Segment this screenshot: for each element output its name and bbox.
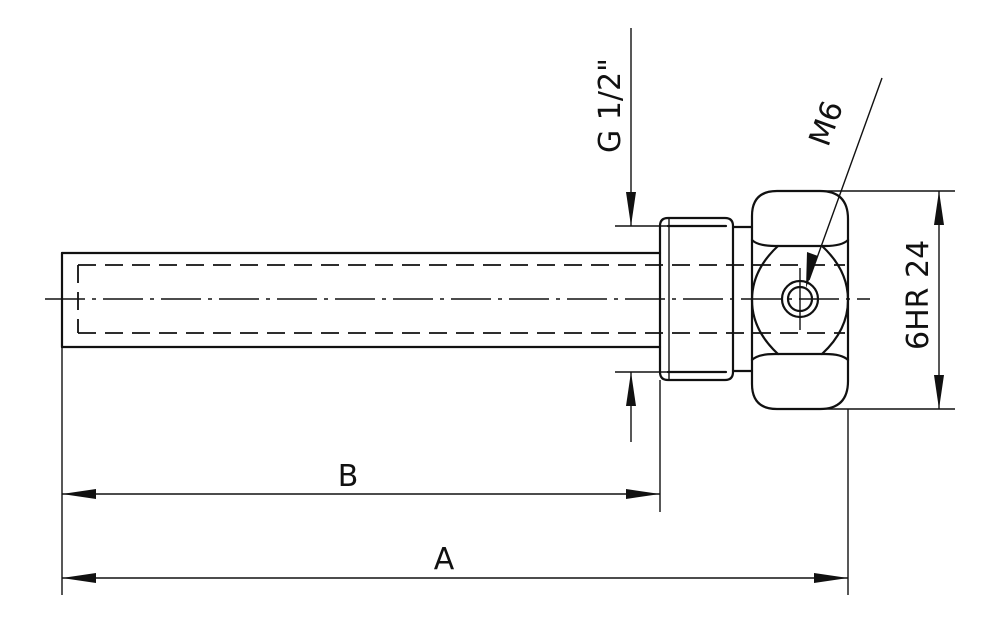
thread-section xyxy=(658,216,735,382)
a-arrow-left xyxy=(62,573,96,583)
stem xyxy=(60,251,662,349)
a-dimension: A xyxy=(62,409,849,595)
thread-arrow-bottom xyxy=(626,372,636,406)
neck xyxy=(731,225,754,373)
leader-arrow xyxy=(806,252,818,288)
hex-dimension: 6HR 24 xyxy=(820,190,955,410)
set-screw-label: M6 xyxy=(803,96,851,150)
set-screw-leader: M6 xyxy=(803,77,883,288)
b-arrow-right xyxy=(626,489,660,499)
a-arrow-right xyxy=(814,573,848,583)
thread-arrow-top xyxy=(626,192,636,226)
hex-arrow-top xyxy=(934,191,944,225)
b-arrow-left xyxy=(62,489,96,499)
b-dimension: B xyxy=(61,347,661,595)
hex-arrow-bottom xyxy=(934,375,944,409)
thread-dimension: G 1/2" xyxy=(593,28,668,442)
thread-label: G 1/2" xyxy=(593,58,628,153)
b-label: B xyxy=(338,459,359,494)
set-screw-hole xyxy=(780,268,820,330)
hex-label: 6HR 24 xyxy=(901,240,936,350)
a-label: A xyxy=(434,542,455,577)
